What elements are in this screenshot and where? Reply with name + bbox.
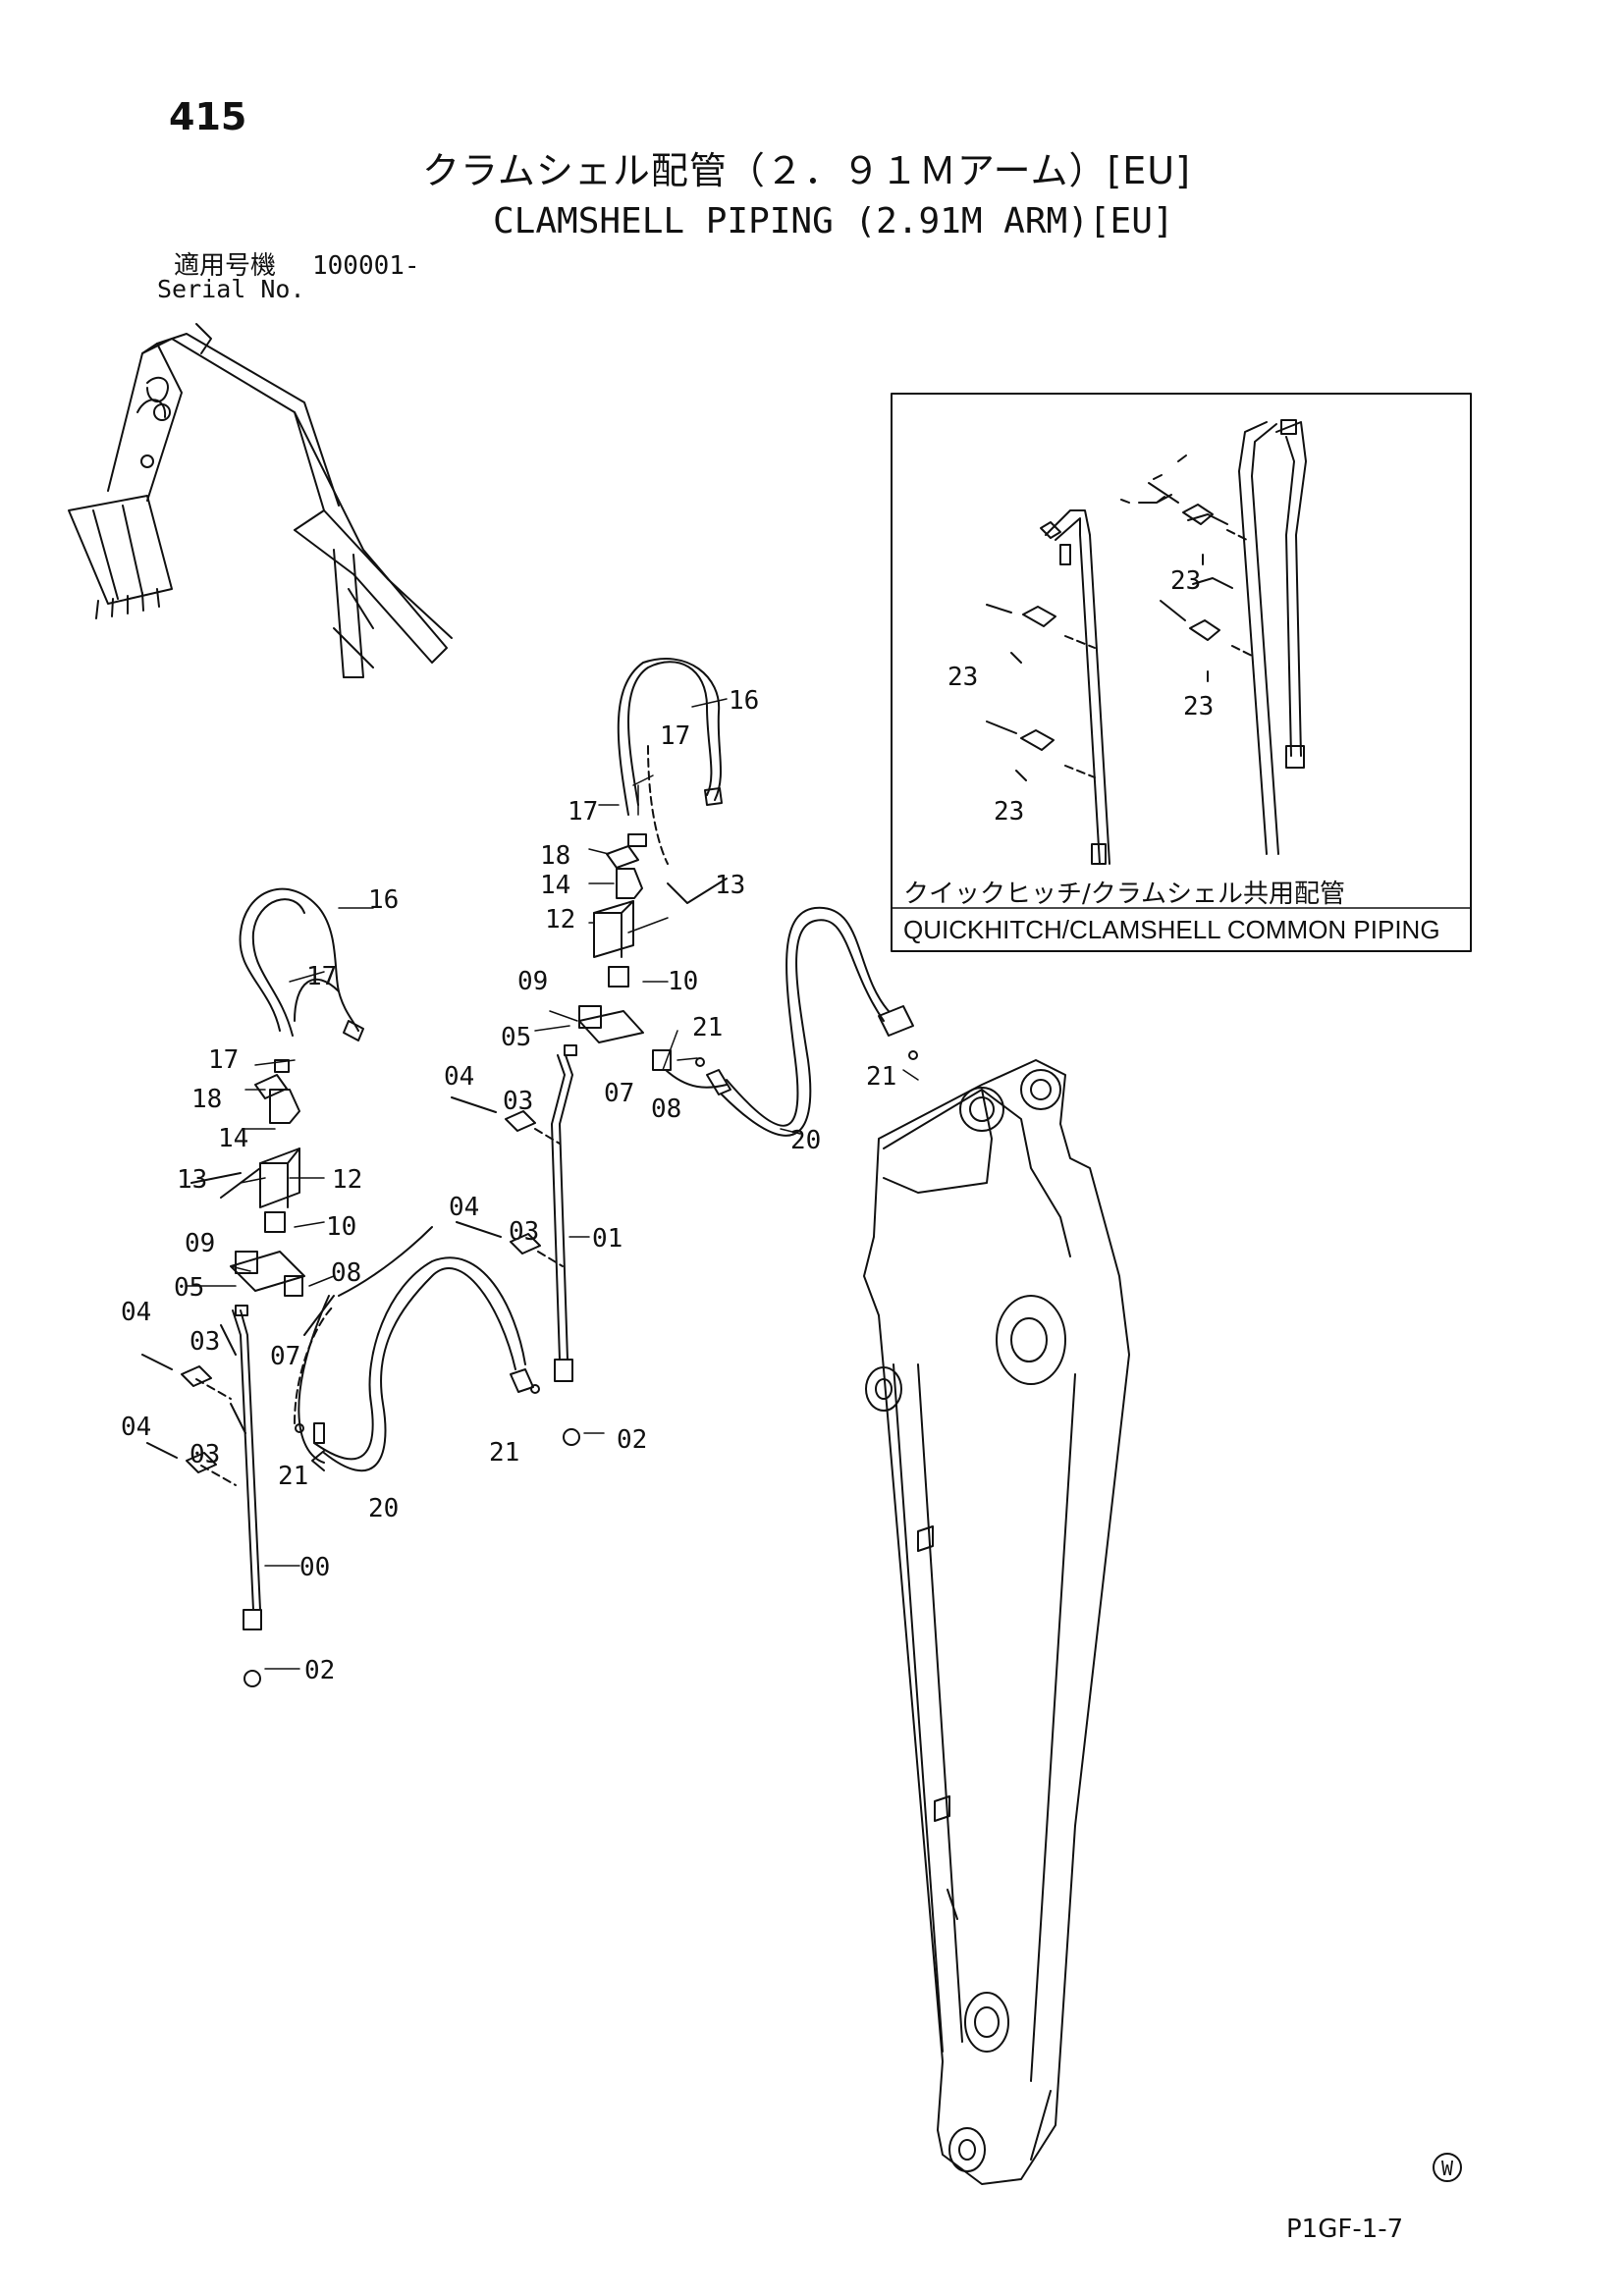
leader-lines	[186, 698, 919, 1670]
callout-23: 23	[947, 663, 978, 692]
serial-label-english: Serial No.	[157, 275, 305, 303]
callout-23: 23	[1183, 692, 1214, 721]
callout-23: 23	[1170, 566, 1201, 596]
callout-08: 08	[331, 1258, 361, 1288]
callout-17: 17	[660, 721, 690, 751]
callout-09: 09	[185, 1229, 215, 1258]
callout-21: 21	[866, 1062, 896, 1092]
inset-common-piping-sketch	[986, 419, 1307, 865]
callout-01: 01	[592, 1224, 623, 1254]
w-mark: W	[1433, 2153, 1462, 2182]
arm-sketch	[863, 1059, 1130, 2185]
callout-12: 12	[545, 905, 575, 934]
callout-21: 21	[489, 1438, 519, 1468]
callout-07: 07	[604, 1079, 634, 1108]
callout-04: 04	[444, 1062, 474, 1092]
callout-05: 05	[501, 1023, 531, 1052]
callout-07: 07	[270, 1342, 300, 1371]
callout-02: 02	[617, 1425, 647, 1455]
callout-18: 18	[191, 1085, 222, 1114]
page-number: 415	[169, 95, 247, 138]
callout-13: 13	[715, 871, 745, 900]
excavator-overview-sketch	[68, 323, 453, 678]
inset-caption-japanese: クイックヒッチ/クラムシェル共用配管	[903, 880, 1345, 909]
callouts: 16 17 17 18 14 13 12 09 10 05 21 07 08 0…	[121, 566, 1214, 1685]
callout-17: 17	[568, 797, 598, 827]
inset-frame	[891, 393, 1472, 952]
callout-10: 10	[326, 1212, 356, 1242]
callout-20: 20	[368, 1494, 399, 1523]
left-piping-assembly	[141, 887, 540, 1687]
callout-17: 17	[306, 962, 337, 991]
callout-16: 16	[729, 686, 759, 716]
callout-20: 20	[790, 1126, 821, 1155]
callout-17: 17	[208, 1045, 239, 1075]
callout-04: 04	[121, 1413, 151, 1442]
callout-12: 12	[332, 1165, 362, 1195]
title-english: CLAMSHELL PIPING (2.91M ARM)[EU]	[493, 201, 1174, 241]
right-piping-assembly	[451, 658, 918, 1446]
title-japanese: クラムシェル配管（２．９１Ｍアーム）[EU]	[422, 149, 1191, 192]
callout-09: 09	[517, 967, 548, 996]
serial-number-value: 100001-	[312, 251, 420, 281]
callout-02: 02	[304, 1656, 335, 1685]
callout-21: 21	[278, 1462, 308, 1491]
callout-03: 03	[509, 1217, 539, 1247]
callout-03: 03	[503, 1087, 533, 1116]
callout-10: 10	[668, 967, 698, 996]
callout-00: 00	[299, 1553, 330, 1582]
callout-23: 23	[994, 797, 1024, 827]
serial-label-japanese: 適用号機	[174, 251, 277, 281]
callout-04: 04	[449, 1193, 479, 1222]
callout-16: 16	[368, 885, 399, 915]
svg-text:W: W	[1441, 2157, 1454, 2180]
callout-14: 14	[218, 1124, 248, 1153]
callout-21: 21	[692, 1013, 723, 1042]
callout-08: 08	[651, 1095, 681, 1124]
callout-03: 03	[189, 1327, 220, 1357]
callout-04: 04	[121, 1298, 151, 1327]
callout-13: 13	[177, 1165, 207, 1195]
inset-caption-english: QUICKHITCH/CLAMSHELL COMMON PIPING	[903, 915, 1440, 944]
page-code: P1GF-1-7	[1286, 2215, 1404, 2244]
callout-05: 05	[174, 1273, 204, 1303]
callout-14: 14	[540, 871, 570, 900]
callout-18: 18	[540, 841, 570, 871]
callout-03: 03	[189, 1440, 220, 1469]
